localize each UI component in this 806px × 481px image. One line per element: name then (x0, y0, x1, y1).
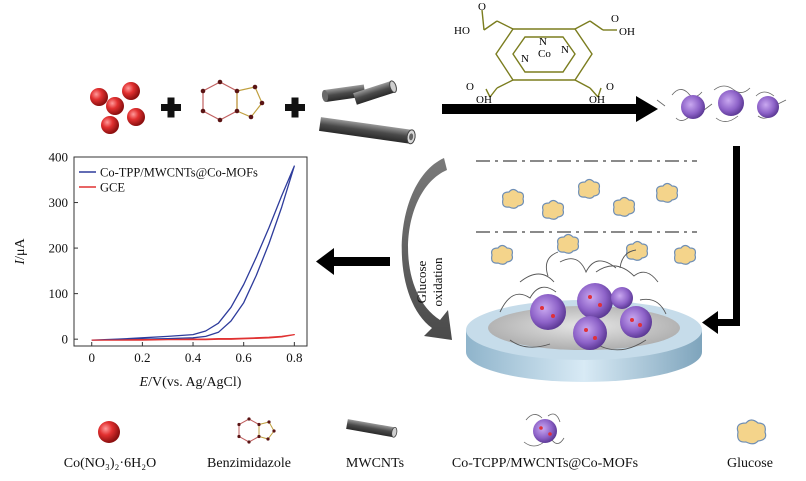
plus-icon (285, 97, 305, 118)
legend-label-mwcnts: MWCNTs (345, 456, 405, 471)
porphyrin-n-right: N (561, 44, 569, 56)
legend-label-composite: Co-TPP/MWCNTs@Co-MOFs (100, 166, 258, 180)
porphyrin-n-upper: N (539, 36, 547, 48)
porphyrin-o-bottom-right: O (606, 81, 614, 93)
glucose-molecules (491, 178, 697, 265)
x-tick-label: 0 (88, 350, 95, 365)
result-arrow (316, 248, 390, 275)
y-tick-label: 300 (49, 195, 69, 210)
legend-glucose-icon (736, 419, 767, 445)
porphyrin-o-right: O (611, 13, 619, 25)
legend-mwcnt-icon (346, 419, 398, 438)
legend-label-composite: Co-TCPP/MWCNTs@Co-MOFs (451, 456, 639, 471)
legend-label-gce: GCE (100, 181, 125, 195)
porphyrin-oh-bottom-left: OH (476, 94, 492, 106)
synthesis-arrow (442, 96, 658, 122)
porphyrin-molecule (481, 9, 617, 98)
benzimidazole-atoms (200, 79, 265, 123)
porphyrin-ho-label: HO (454, 25, 470, 37)
y-tick-label: 400 (49, 150, 69, 165)
plus-icon (161, 97, 181, 118)
legend-benzimidazole-icon (237, 417, 276, 444)
mof-product-cluster (656, 85, 787, 122)
legend-label-benzimidazole: Benzimidazole (207, 456, 291, 471)
legend-cobalt-sphere-icon (98, 421, 120, 443)
x-tick-label: 0.4 (185, 350, 202, 365)
series-line-gce (91, 333, 295, 341)
porphyrin-co: Co (538, 48, 551, 60)
electrode-composite (499, 249, 667, 351)
porphyrin-oh-right: OH (619, 26, 635, 38)
porphyrin-o-top: O (478, 1, 486, 13)
glucose-oxidation-arrow (401, 158, 452, 340)
mwcnt-tubes (319, 80, 416, 145)
chart-frame (73, 156, 308, 347)
down-arrow (702, 146, 740, 334)
cv-chart: 0 0.2 0.4 0.6 0.8 0 100 200 300 400Co-TPP/MWCNTs@… (13, 150, 308, 390)
series-line-composite (91, 165, 295, 341)
legend-label-cobalt-nitrate: Co(NO₃)₂·6H₂O (63, 456, 157, 471)
x-axis-label: E/V(vs. Ag/AgCl) (139, 375, 242, 390)
y-tick-label: 0 (62, 332, 69, 347)
legend-label-glucose: Glucose (727, 456, 773, 471)
process-label-glucose: Glucose (414, 260, 429, 303)
process-label-oxidation: oxidation (430, 257, 445, 307)
porphyrin-o-bottom-left: O (466, 81, 474, 93)
solution-boundary (476, 160, 697, 233)
y-axis-label: I/μA (13, 238, 28, 266)
legend-composite-icon (523, 413, 565, 447)
y-tick-label: 200 (49, 241, 69, 256)
y-tick-label: 100 (49, 286, 69, 301)
porphyrin-n-left: N (521, 53, 529, 65)
x-tick-label: 0.2 (134, 350, 150, 365)
porphyrin-oh-bottom-right: OH (589, 94, 605, 106)
cobalt-nitrate-spheres (90, 82, 145, 134)
x-tick-label: 0.6 (236, 350, 253, 365)
x-tick-label: 0.8 (286, 350, 302, 365)
